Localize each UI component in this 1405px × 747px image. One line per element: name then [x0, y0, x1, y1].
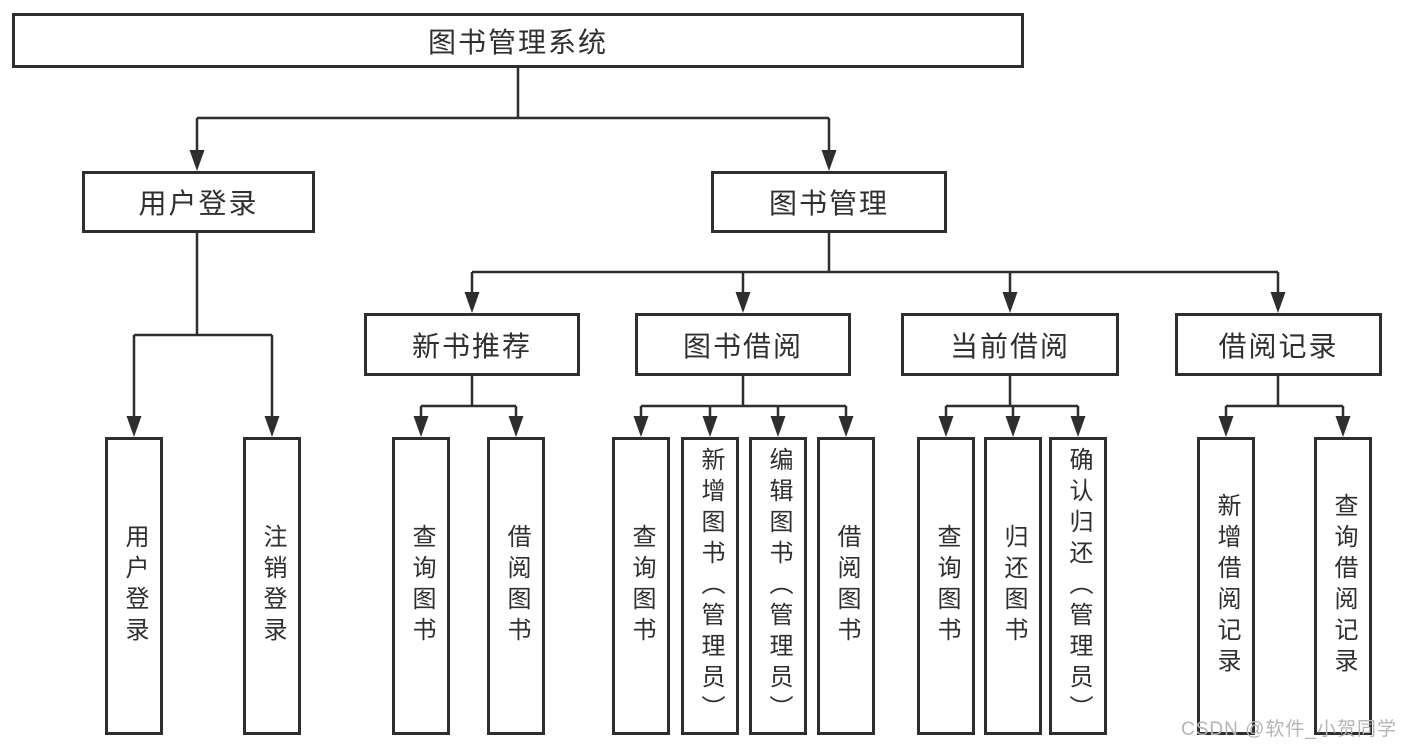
- arrow-icon: [770, 416, 786, 437]
- node-current-borrowing: 当前借阅: [901, 313, 1119, 376]
- node-book-borrowing: 图书借阅: [635, 313, 851, 376]
- node-label: 借阅图书: [833, 524, 860, 648]
- arrow-icon: [1005, 416, 1021, 437]
- arrow-icon: [821, 150, 837, 171]
- leaf-borrow-books-recommend: 借阅图书: [487, 437, 545, 735]
- node-label: 用户登录: [138, 188, 259, 219]
- arrow-icon: [735, 292, 751, 313]
- leaf-add-borrow-record: 新增借阅记录: [1197, 437, 1255, 735]
- node-label: 查询图书: [408, 524, 435, 648]
- node-label: 注销登录: [259, 524, 286, 648]
- node-label: 图书管理: [768, 188, 889, 219]
- csdn-watermark: CSDN @软件_小贺同学: [1181, 719, 1397, 740]
- node-label: 借阅记录: [1218, 330, 1339, 362]
- arrow-icon: [1002, 292, 1018, 313]
- arrow-icon: [1335, 416, 1351, 437]
- node-label: 图书借阅: [682, 330, 803, 362]
- leaf-add-books-admin: 新增图书（管理员）: [681, 437, 739, 735]
- node-label: 新增图书（管理员）: [697, 446, 724, 726]
- leaf-return-books: 归还图书: [984, 437, 1042, 735]
- node-label: 编辑图书（管理员）: [765, 446, 792, 726]
- arrow-icon: [464, 292, 480, 313]
- node-new-book-recommendation: 新书推荐: [364, 313, 580, 376]
- arrow-icon: [633, 416, 649, 437]
- leaf-confirm-return-admin: 确认归还（管理员）: [1049, 437, 1107, 735]
- leaf-borrow-books: 借阅图书: [817, 437, 875, 735]
- node-label: 查询借阅记录: [1330, 493, 1357, 679]
- leaf-query-books-borrowing: 查询图书: [612, 437, 670, 735]
- node-label: 新书推荐: [411, 330, 532, 362]
- node-label: 借阅图书: [503, 524, 530, 648]
- leaf-edit-books-admin: 编辑图书（管理员）: [749, 437, 807, 735]
- arrow-icon: [1218, 416, 1234, 437]
- arrow-icon: [126, 416, 142, 437]
- arrow-icon: [838, 416, 854, 437]
- node-label: 确认归还（管理员）: [1065, 446, 1092, 726]
- arrow-icon: [702, 416, 718, 437]
- node-label: 当前借阅: [949, 330, 1070, 362]
- arrow-icon: [1070, 416, 1086, 437]
- node-label: 查询图书: [628, 524, 655, 648]
- leaf-logout: 注销登录: [243, 437, 301, 735]
- arrow-icon: [938, 416, 954, 437]
- leaf-query-borrow-record: 查询借阅记录: [1314, 437, 1372, 735]
- node-label: 归还图书: [1000, 524, 1027, 648]
- node-borrowing-records: 借阅记录: [1175, 313, 1382, 376]
- arrow-icon: [413, 416, 429, 437]
- arrow-icon: [508, 416, 524, 437]
- tree-edges: [132, 68, 1345, 432]
- leaf-query-books-recommend: 查询图书: [392, 437, 450, 735]
- node-label: 用户登录: [121, 524, 148, 648]
- arrow-icon: [189, 150, 205, 171]
- node-label: 新增借阅记录: [1213, 493, 1240, 679]
- arrow-icon: [1270, 292, 1286, 313]
- leaf-query-books-current: 查询图书: [917, 437, 975, 735]
- node-label: 图书管理系统: [427, 26, 608, 58]
- leaf-user-login: 用户登录: [105, 437, 163, 735]
- node-label: 查询图书: [933, 524, 960, 648]
- arrow-icon: [264, 416, 280, 437]
- node-library-management-system: 图书管理系统: [12, 13, 1024, 68]
- node-book-management: 图书管理: [711, 171, 947, 233]
- node-user-login: 用户登录: [82, 171, 315, 233]
